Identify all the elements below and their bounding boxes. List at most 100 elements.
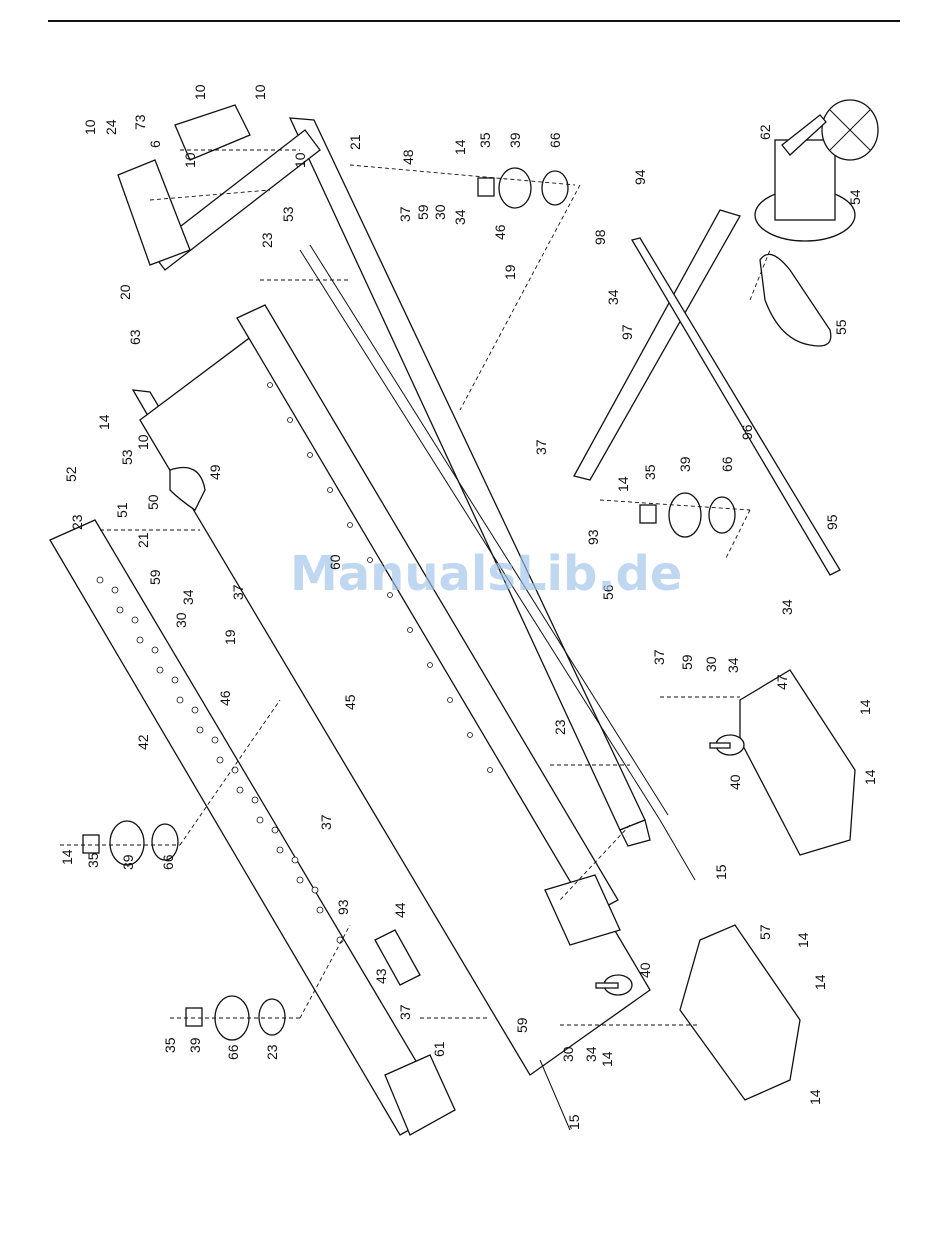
callout-66: 66 (160, 854, 176, 870)
bolt-15-upper (660, 820, 695, 880)
callout-21: 21 (135, 532, 151, 548)
callout-14: 14 (862, 769, 878, 785)
callout-47: 47 (774, 674, 790, 690)
callout-43: 43 (373, 968, 389, 984)
drive-belt-55 (760, 254, 831, 346)
callout-96: 96 (739, 424, 755, 440)
callout-59: 59 (679, 654, 695, 670)
callout-95: 95 (824, 514, 840, 530)
callout-44: 44 (392, 902, 408, 918)
callout-45: 45 (342, 694, 358, 710)
callout-14: 14 (857, 699, 873, 715)
callout-30: 30 (173, 612, 189, 628)
callout-37: 37 (651, 649, 667, 665)
callout-23: 23 (552, 719, 568, 735)
callout-97: 97 (619, 324, 635, 340)
callout-23: 23 (259, 232, 275, 248)
callout-66: 66 (719, 456, 735, 472)
callout-19: 19 (222, 629, 238, 645)
callout-93: 93 (335, 899, 351, 915)
callout-14: 14 (599, 1051, 615, 1067)
axle-96 (632, 238, 840, 575)
callout-57: 57 (757, 924, 773, 940)
spring-assembly-top (478, 168, 568, 208)
callout-52: 52 (63, 466, 79, 482)
callout-21: 21 (347, 134, 363, 150)
callout-14: 14 (452, 139, 468, 155)
callout-35: 35 (162, 1037, 178, 1053)
callout-35: 35 (477, 132, 493, 148)
callout-10: 10 (292, 152, 308, 168)
hood-6 (175, 105, 250, 160)
callout-66: 66 (547, 132, 563, 148)
rear-foot-47 (740, 670, 855, 855)
callout-63: 63 (127, 329, 143, 345)
callout-37: 37 (318, 814, 334, 830)
callout-30: 30 (432, 204, 448, 220)
callout-46: 46 (217, 690, 233, 706)
callout-53: 53 (280, 206, 296, 222)
watermark: ManualsLib.de (290, 546, 682, 602)
callout-50: 50 (145, 494, 161, 510)
callout-14: 14 (795, 932, 811, 948)
callout-10: 10 (82, 119, 98, 135)
spring-assembly-right (640, 493, 735, 537)
callout-46: 46 (492, 224, 508, 240)
callout-10: 10 (135, 434, 151, 450)
callout-66: 66 (225, 1044, 241, 1060)
callout-14: 14 (812, 974, 828, 990)
callout-20: 20 (117, 284, 133, 300)
callout-37: 37 (397, 1004, 413, 1020)
callout-23: 23 (69, 514, 85, 530)
callout-34: 34 (605, 289, 621, 305)
callout-15: 15 (566, 1114, 582, 1130)
upright-bracket-73 (118, 160, 190, 265)
callout-6: 6 (147, 140, 163, 148)
callout-98: 98 (592, 229, 608, 245)
callout-35: 35 (642, 464, 658, 480)
callout-39: 39 (507, 132, 523, 148)
callout-34: 34 (725, 657, 741, 673)
callout-54: 54 (847, 189, 863, 205)
callout-39: 39 (187, 1037, 203, 1053)
partial-text: 60 (327, 554, 343, 570)
callout-40: 40 (727, 774, 743, 790)
callout-30: 30 (560, 1046, 576, 1062)
callout-23: 23 (264, 1044, 280, 1060)
callout-34: 34 (180, 589, 196, 605)
callout-93: 93 (585, 529, 601, 545)
callout-51: 51 (114, 502, 130, 518)
callout-37: 37 (533, 439, 549, 455)
callout-59: 59 (147, 569, 163, 585)
rear-foot-57 (680, 925, 800, 1100)
callout-10: 10 (182, 152, 198, 168)
callout-59: 59 (514, 1017, 530, 1033)
callout-39: 39 (677, 456, 693, 472)
callout-59: 59 (415, 204, 431, 220)
callout-34: 34 (452, 209, 468, 225)
callout-14: 14 (615, 476, 631, 492)
callout-14: 14 (96, 414, 112, 430)
callout-37: 37 (230, 584, 246, 600)
callout-30: 30 (703, 656, 719, 672)
callout-24: 24 (103, 119, 119, 135)
callout-48: 48 (400, 149, 416, 165)
callout-37: 37 (397, 206, 413, 222)
callout-73: 73 (132, 114, 148, 130)
callout-34: 34 (779, 599, 795, 615)
callout-53: 53 (119, 449, 135, 465)
callout-61: 61 (431, 1041, 447, 1057)
callout-15: 15 (713, 864, 729, 880)
callout-19: 19 (502, 264, 518, 280)
callout-40: 40 (637, 962, 653, 978)
leveling-foot-40-upper (710, 735, 744, 755)
callout-39: 39 (120, 854, 136, 870)
callout-94: 94 (632, 169, 648, 185)
callout-42: 42 (135, 734, 151, 750)
callout-10: 10 (192, 84, 208, 100)
callout-10: 10 (252, 84, 268, 100)
callout-34: 34 (583, 1046, 599, 1062)
callout-55: 55 (833, 319, 849, 335)
